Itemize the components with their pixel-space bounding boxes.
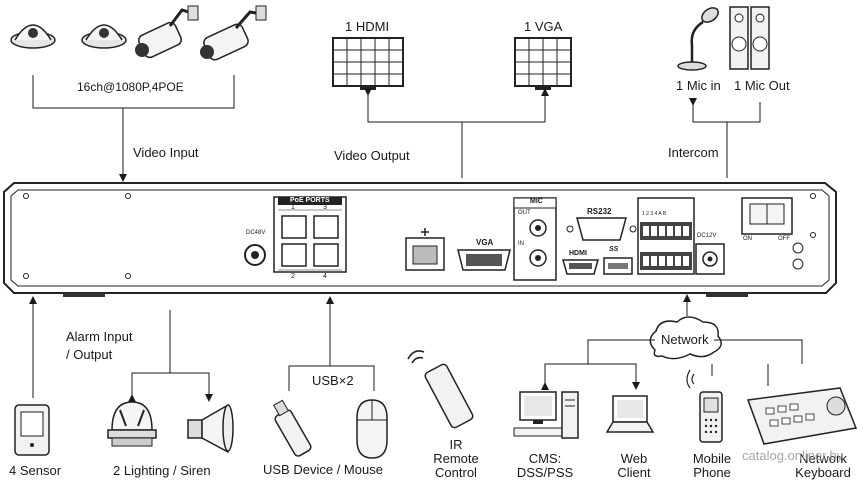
mic-in-port-label: IN <box>518 241 524 247</box>
intercom-label: Intercom <box>668 145 719 160</box>
vga-port-label: VGA <box>476 238 494 247</box>
poe-ports-label: PoE PORTS <box>290 197 330 204</box>
cms-label-line-1: CMS: <box>528 451 562 466</box>
ir-remote-label: IR Remote Control <box>426 438 486 480</box>
vga-monitor-icon <box>514 37 572 90</box>
speaker-icon <box>729 6 770 70</box>
laptop-icon <box>605 395 655 433</box>
network-label: Network <box>661 332 709 347</box>
alarm-terminal-block <box>637 197 695 275</box>
watermark: catalog.onliner.by <box>742 448 844 463</box>
usb-x2-label: USB×2 <box>312 373 354 388</box>
alarm-light-icon <box>107 401 157 447</box>
mobile-phone-label: Mobile Phone <box>682 452 742 480</box>
bullet-camera-icon <box>135 5 199 59</box>
vga-port <box>457 249 511 271</box>
mobile-label-line-2: Phone <box>693 465 731 480</box>
kbd-label-line-2: Keyboard <box>795 465 851 480</box>
hdmi-port <box>562 259 599 275</box>
bullet-camera-icon <box>200 5 267 61</box>
mic-port-label: MIC <box>530 198 543 205</box>
poe-ports-block <box>273 196 347 273</box>
poe-port-1: 1 <box>291 204 295 211</box>
dc48v-port <box>244 244 266 266</box>
rs232-port <box>566 217 637 241</box>
cms-label-line-2: DSS/PSS <box>516 465 574 480</box>
switch-off-label: OFF <box>778 236 790 242</box>
mic-in-label: 1 Mic in <box>676 78 721 93</box>
alarm-pins-label: 1 2 3 4 A B <box>642 211 667 217</box>
mouse-icon <box>356 399 388 459</box>
cms-computer-icon <box>513 391 579 439</box>
lighting-siren-label: 2 Lighting / Siren <box>113 463 211 478</box>
hdmi-monitor-icon <box>332 37 404 90</box>
dc12v-port <box>695 243 725 275</box>
video-output-label: Video Output <box>334 148 410 163</box>
dc12v-label: DC12V <box>697 233 717 239</box>
dome-camera-icon <box>81 24 127 49</box>
web-label-line-2: Client <box>617 465 651 480</box>
dome-camera-icon <box>10 24 56 49</box>
switch-on-label: ON <box>743 236 752 242</box>
usb-device-mouse-label: USB Device / Mouse <box>263 462 383 477</box>
poe-port-2: 2 <box>291 273 295 280</box>
rs232-label: RS232 <box>587 207 612 216</box>
ir-label-line-1: IR <box>449 437 463 452</box>
mic-out-port-label: OUT <box>518 210 531 216</box>
microphone-icon <box>677 7 719 71</box>
sensor-icon <box>14 404 50 456</box>
poe-port-3: 3 <box>323 204 327 211</box>
kbd-label-line-1: Network <box>799 451 847 466</box>
ir-label-line-3: Control <box>435 465 477 480</box>
network-keyboard-label: Network Keyboard <box>788 452 858 480</box>
usb-flash-drive-icon <box>272 399 312 457</box>
alarm-io-label-2: / Output <box>66 347 113 362</box>
lan-port <box>405 228 445 271</box>
cms-label: CMS: DSS/PSS <box>510 452 580 480</box>
web-label-line-1: Web <box>620 451 648 466</box>
mobile-label-line-1: Mobile <box>692 451 732 466</box>
siren-icon <box>187 403 234 454</box>
alarm-io-label-1: Alarm Input <box>66 329 133 344</box>
poe-port-4: 4 <box>323 273 327 280</box>
vga-label: 1 VGA <box>524 19 563 34</box>
sensor-label: 4 Sensor <box>9 463 62 478</box>
usb-port-label: SS <box>609 246 619 253</box>
mic-ports-block <box>513 197 557 281</box>
dc48v-label: DC48V <box>246 230 266 236</box>
cameras-label: 16ch@1080P,4POE <box>77 80 184 94</box>
mic-out-label: 1 Mic Out <box>734 78 790 93</box>
usb-port <box>603 257 633 275</box>
mobile-phone-icon <box>686 369 723 443</box>
network-cloud-icon <box>649 316 722 360</box>
video-input-label: Video Input <box>133 145 199 160</box>
web-client-label: Web Client <box>604 452 664 480</box>
power-switch <box>741 197 804 270</box>
hdmi-label: 1 HDMI <box>345 19 390 34</box>
ir-label-line-2: Remote <box>433 451 479 466</box>
hdmi-port-label: HDMI <box>569 250 587 257</box>
network-keyboard-icon <box>746 387 858 445</box>
ir-remote-icon <box>407 350 474 429</box>
